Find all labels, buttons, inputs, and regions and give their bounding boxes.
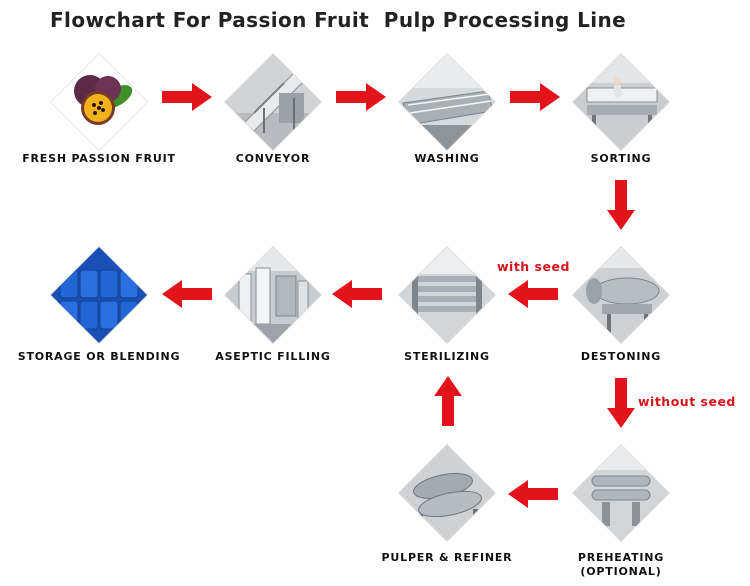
step-conveyor-image [224, 53, 322, 151]
pulper-refiner-photo [398, 444, 496, 542]
arrow-left-icon [332, 280, 382, 308]
destoning-machine-photo [572, 246, 670, 344]
step-sterilizing-image [398, 246, 496, 344]
step-fresh-passion-fruit-image [50, 53, 148, 151]
page-title: Flowchart For Passion Fruit Pulp Process… [50, 8, 627, 32]
arrow-down-icon [607, 180, 635, 230]
arrow-right-icon [510, 83, 560, 111]
preheater-photo [572, 444, 670, 542]
step-washing-image [398, 53, 496, 151]
step-label-destoning: DESTONING [580, 350, 662, 363]
step-aseptic-filling-image [224, 246, 322, 344]
arrow-left-icon [162, 280, 212, 308]
arrow-left-icon [508, 280, 558, 308]
step-label-sterilizing: STERILIZING [404, 350, 490, 363]
step-destoning-image [572, 246, 670, 344]
note-with-seed: with seed [497, 259, 570, 274]
note-without-seed: without seed [638, 394, 736, 409]
arrow-down-icon [607, 378, 635, 428]
passion-fruit-photo [50, 53, 148, 151]
step-sorting-image [572, 53, 670, 151]
step-label-pulper-refiner: PULPER & REFINER [381, 551, 513, 564]
arrow-up-icon [434, 376, 462, 426]
conveyor-machine-photo [224, 53, 322, 151]
arrow-left-icon [508, 480, 558, 508]
step-label-preheating-optional: (OPTIONAL) [580, 565, 662, 578]
aseptic-filler-photo [224, 246, 322, 344]
step-label-storage-or-blending: STORAGE OR BLENDING [17, 350, 181, 363]
step-label-sorting: SORTING [590, 152, 652, 165]
step-label-preheating: PREHEATING [577, 551, 665, 564]
step-storage-or-blending-image [50, 246, 148, 344]
blue-drums-photo [50, 246, 148, 344]
step-label-conveyor: CONVEYOR [235, 152, 311, 165]
step-label-fresh-passion-fruit: FRESH PASSION FRUIT [22, 152, 176, 165]
sorting-machine-photo [572, 53, 670, 151]
arrow-right-icon [162, 83, 212, 111]
sterilizer-photo [398, 246, 496, 344]
arrow-right-icon [336, 83, 386, 111]
washing-machine-photo [398, 53, 496, 151]
step-label-aseptic-filling: ASEPTIC FILLING [215, 350, 331, 363]
step-pulper-refiner-image [398, 444, 496, 542]
step-preheating-image [572, 444, 670, 542]
step-label-washing: WASHING [414, 152, 480, 165]
